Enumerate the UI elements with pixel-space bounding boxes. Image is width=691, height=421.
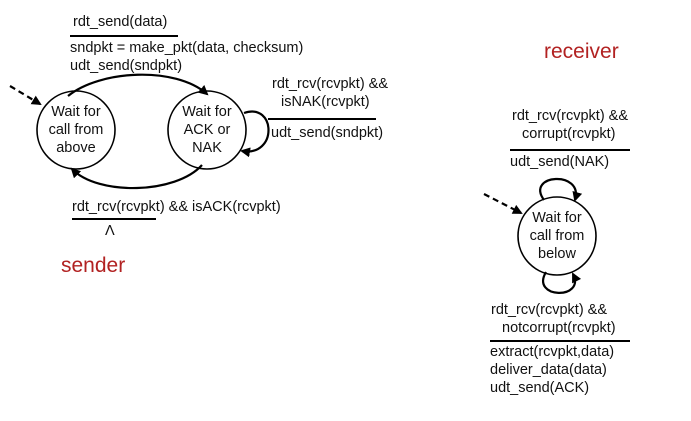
receiver-corrupt-event-2: corrupt(rcvpkt) [522,126,616,142]
sender-initial-arrow [9,85,42,106]
sender-ack-event: rdt_rcv(rcvpkt) && isACK(rcvpkt) [72,199,281,215]
sender-ack-arrow [70,164,203,190]
sender-nak-event-1: rdt_rcv(rcvpkt) && [272,76,389,92]
receiver-corrupt-action: udt_send(NAK) [510,154,610,170]
receiver-ok-action-1: extract(rcvpkt,data) [490,344,615,360]
receiver-title: receiver [544,40,619,63]
receiver-ok-event-2: notcorrupt(rcvpkt) [502,320,616,336]
receiver-state-label-below: Wait for call from below [529,210,585,262]
receiver-ok-action-2: deliver_data(data) [490,362,607,378]
sender-nak-selfloop [240,110,270,158]
sender-state-label-above: Wait for call from above [48,104,104,156]
receiver-corrupt-event-1: rdt_rcv(rcvpkt) && [512,108,629,124]
sender-ack-action: Λ [105,223,115,239]
receiver-ok-event-1: rdt_rcv(rcvpkt) && [491,302,608,318]
receiver-initial-arrow [483,193,523,214]
sender-send-arrow [67,73,209,97]
sender-ack-divider [72,218,156,220]
receiver-ok-action-3: udt_send(ACK) [490,380,590,396]
sender-nak-divider [268,118,376,120]
sender-send-event: rdt_send(data) [73,14,168,30]
receiver-state-wait-call-below [517,196,597,276]
sender-send-action-1: sndpkt = make_pkt(data, checksum) [70,40,304,56]
receiver-corrupt-selfloop [539,177,583,202]
sender-nak-event-2: isNAK(rcvpkt) [281,94,370,110]
sender-title: sender [61,254,126,277]
sender-state-label-ack-nak: Wait for ACK or NAK [182,104,232,156]
receiver-corrupt-divider [510,149,630,151]
receiver-notcorrupt-selfloop [542,271,582,294]
receiver-ok-divider [490,340,630,342]
sender-send-action-2: udt_send(sndpkt) [70,58,183,74]
sender-send-divider [70,35,178,37]
sender-nak-action: udt_send(sndpkt) [271,125,384,141]
